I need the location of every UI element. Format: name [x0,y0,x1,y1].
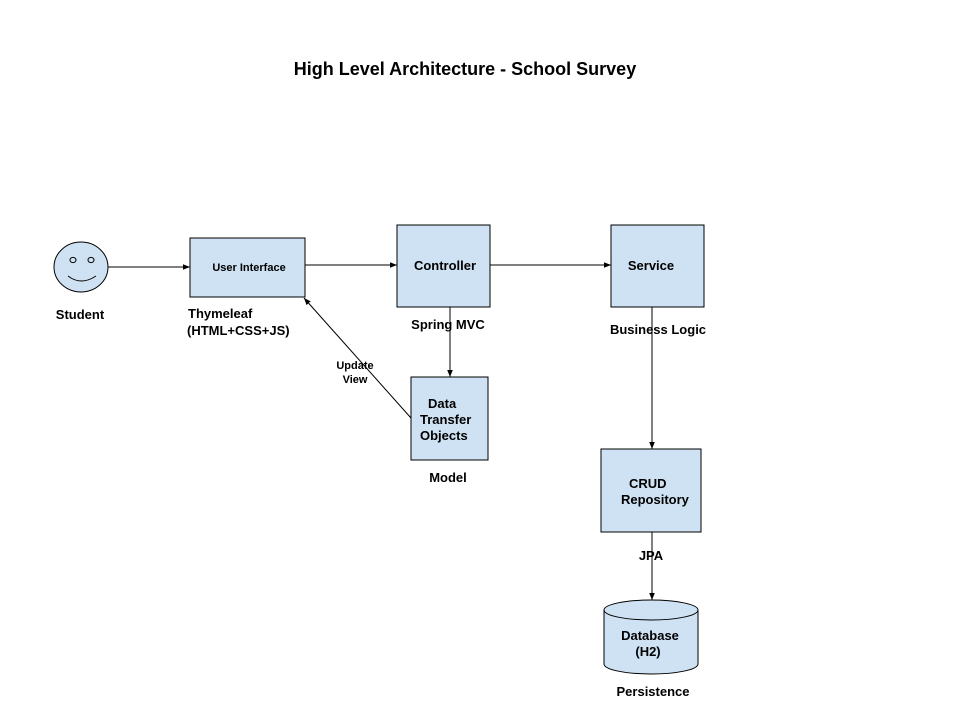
repository-node: CRUD Repository JPA [600,448,702,563]
dto-label-line-3: Objects [420,428,468,443]
repository-caption: JPA [639,548,664,563]
user-interface-caption-line-2: (HTML+CSS+JS) [187,323,290,338]
service-caption: Business Logic [610,322,706,337]
database-label-line-1: Database [621,628,679,643]
update-view-label-line-2: View [343,374,368,386]
service-label: Service [628,258,674,273]
dto-label-line-1: Data [428,396,457,411]
database-caption: Persistence [617,684,690,699]
database-node: Database (H2) Persistence [603,599,699,699]
smiley-face-icon [53,241,109,293]
repository-label-line-2: Repository [621,492,690,507]
user-interface-label: User Interface [212,262,285,274]
update-view-label-line-1: Update [336,360,373,372]
database-label-line-2: (H2) [635,644,660,659]
dto-label-line-2: Transfer [420,412,471,427]
service-node: Service Business Logic [610,224,706,337]
repository-label-line-1: CRUD [629,476,667,491]
user-interface-caption-line-1: Thymeleaf [188,306,253,321]
user-interface-node: User Interface Thymeleaf (HTML+CSS+JS) [187,237,306,338]
controller-label: Controller [414,258,476,273]
student-actor: Student [53,241,109,322]
dto-node: Data Transfer Objects Model [410,376,489,485]
controller-caption: Spring MVC [411,317,485,332]
arrow-dto-to-ui [303,297,412,419]
diagram-title: High Level Architecture - School Survey [294,59,636,79]
student-label: Student [56,307,105,322]
database-cylinder-icon [603,599,699,675]
controller-node: Controller Spring MVC [396,224,491,332]
dto-caption: Model [429,470,467,485]
